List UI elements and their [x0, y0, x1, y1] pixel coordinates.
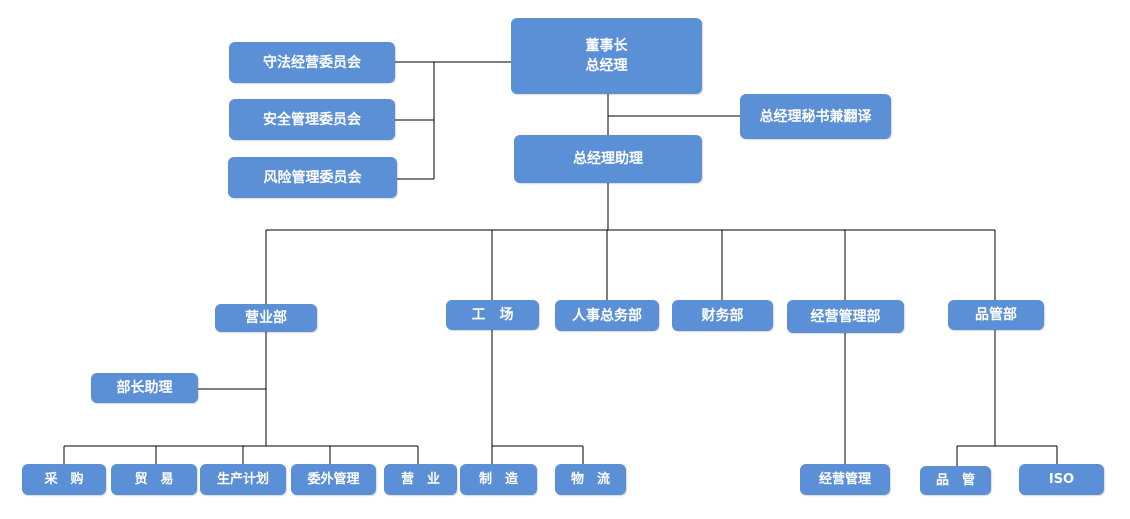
risk-committee-label: 风险管理委员会	[263, 169, 362, 186]
assistant-gm-box: 总经理助理	[514, 135, 702, 183]
logistics-box: 物 流	[555, 464, 626, 495]
business-label: 营 业	[400, 471, 440, 487]
quality-dept-label: 品管部	[975, 307, 1017, 323]
sales-dept-label: 营业部	[245, 310, 287, 326]
purchasing-label: 采 购	[44, 471, 84, 487]
qc-label: 品 管	[935, 472, 975, 488]
safety-committee-box: 安全管理委员会	[229, 99, 395, 140]
risk-committee-box: 风险管理委员会	[228, 157, 397, 198]
outsourcing-box: 委外管理	[291, 464, 376, 495]
mgmt-subunit-box: 经营管理	[800, 464, 890, 495]
assistant-gm-label: 总经理助理	[573, 151, 643, 167]
chairman-box: 董事长 总经理	[511, 18, 702, 94]
hr-admin-dept-label: 人事总务部	[572, 307, 642, 324]
factory-label: 工 场	[471, 307, 514, 323]
safety-committee-label: 安全管理委员会	[263, 111, 361, 128]
logistics-label: 物 流	[570, 471, 610, 487]
hr-admin-dept-box: 人事总务部	[555, 300, 659, 331]
mgmt-subunit-label: 经营管理	[818, 471, 871, 487]
compliance-committee-label: 守法经营委员会	[263, 54, 361, 71]
production-plan-box: 生产计划	[200, 464, 286, 495]
manufacturing-label: 制 造	[478, 471, 518, 487]
secretary-label: 总经理秘书兼翻译	[759, 108, 872, 125]
production-plan-label: 生产计划	[216, 471, 269, 487]
outsourcing-label: 委外管理	[307, 471, 360, 487]
trade-label: 贸 易	[134, 471, 174, 487]
iso-label: ISO	[1048, 471, 1075, 487]
manufacturing-box: 制 造	[460, 464, 537, 495]
purchasing-box: 采 购	[22, 464, 106, 495]
sales-assistant-box: 部长助理	[91, 373, 198, 403]
quality-dept-box: 品管部	[948, 300, 1044, 330]
trade-box: 贸 易	[111, 464, 197, 495]
business-mgmt-dept-label: 经营管理部	[810, 308, 881, 325]
business-mgmt-dept-box: 经营管理部	[787, 300, 904, 333]
business-box: 营 业	[384, 464, 457, 495]
chairman-title: 董事长	[585, 38, 628, 54]
sales-assistant-label: 部长助理	[116, 380, 173, 396]
iso-box: ISO	[1019, 464, 1104, 495]
finance-dept-label: 财务部	[701, 307, 744, 324]
finance-dept-box: 财务部	[672, 300, 773, 331]
general-manager-title: 总经理	[585, 58, 628, 74]
secretary-box: 总经理秘书兼翻译	[740, 94, 891, 139]
sales-dept-box: 营业部	[215, 304, 317, 332]
compliance-committee-box: 守法经营委员会	[229, 42, 395, 83]
qc-box: 品 管	[920, 466, 991, 495]
factory-box: 工 场	[446, 300, 539, 330]
